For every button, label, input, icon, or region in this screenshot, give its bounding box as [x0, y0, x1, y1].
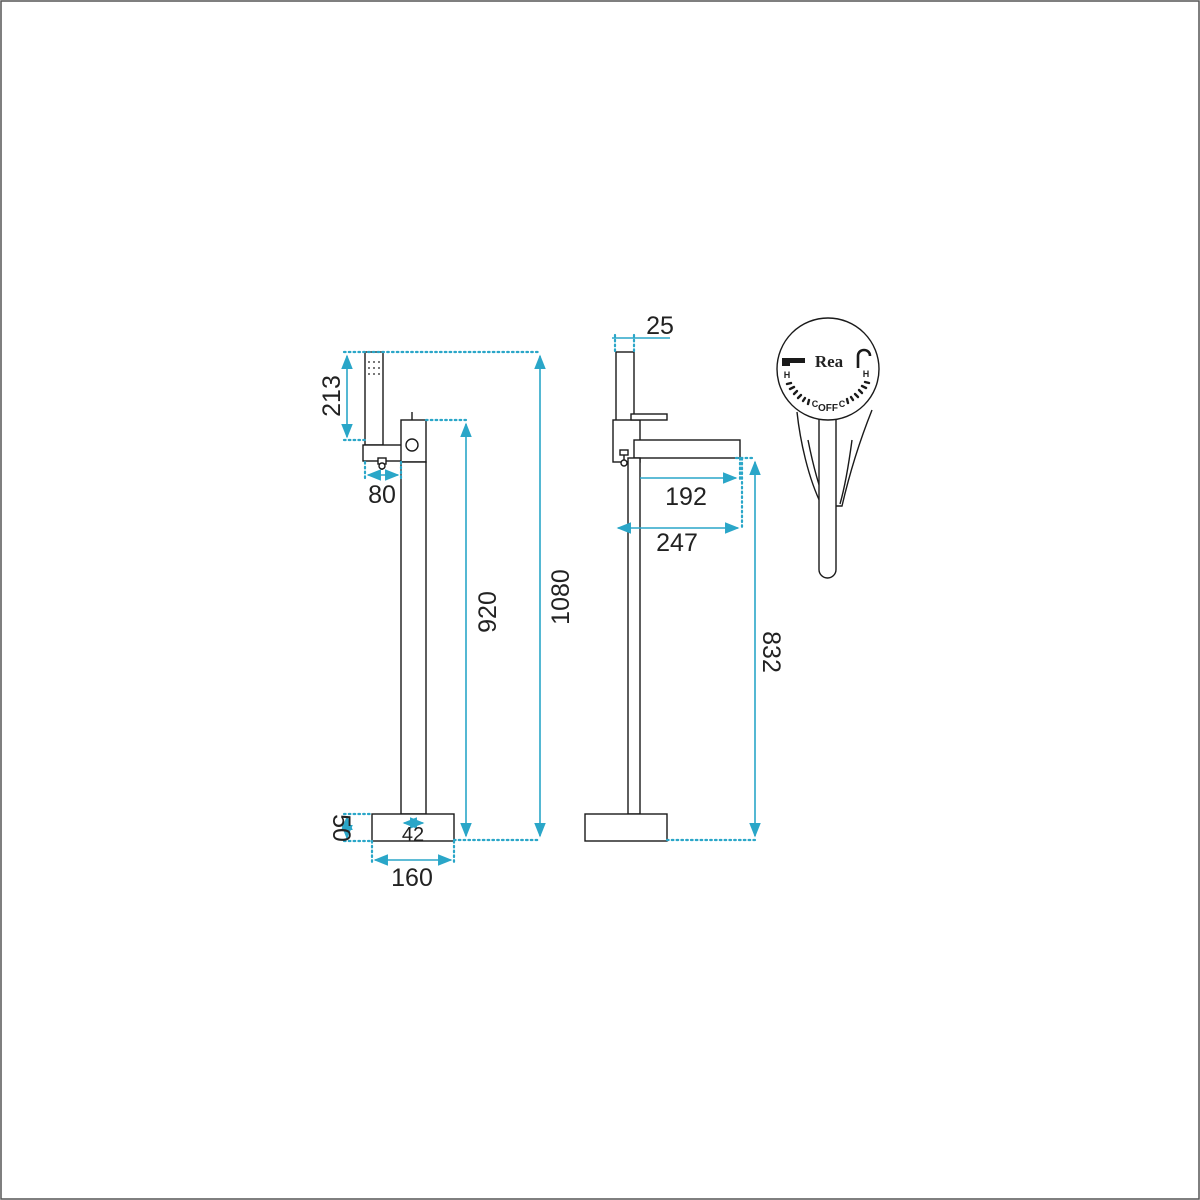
cold-label-left: C: [812, 399, 819, 409]
column: [400, 461, 427, 815]
front-view: [362, 351, 455, 842]
spout-icon: [782, 358, 805, 366]
dim-1080: 1080: [547, 569, 575, 625]
temp-scale-left: [785, 381, 811, 406]
side-view: [584, 351, 741, 842]
base-plate-side: [584, 813, 668, 842]
side-dimensions: 25 192 247 832: [612, 312, 785, 842]
dim-192: 192: [665, 483, 707, 511]
dim-42: 42: [402, 824, 424, 846]
handle-disc: [776, 317, 880, 421]
dim-920: 920: [474, 591, 502, 633]
lever-handle: [630, 413, 668, 421]
spout: [633, 439, 741, 459]
hand-shower: [364, 351, 384, 446]
brand-label: Rea: [815, 352, 844, 371]
front-dimensions: 213 80 920 1080 50 42 160: [318, 350, 575, 892]
dim-80: 80: [368, 481, 396, 509]
temp-scale-right: [845, 380, 871, 405]
hot-label-left: H: [784, 370, 791, 380]
dim-832: 832: [757, 631, 785, 673]
dim-25: 25: [646, 312, 674, 340]
dim-50: 50: [327, 814, 355, 842]
column-side: [627, 457, 641, 815]
shower-icon: [856, 348, 872, 368]
dim-160: 160: [391, 864, 433, 892]
dim-247: 247: [656, 529, 698, 557]
dim-213: 213: [318, 375, 346, 417]
mixer-knob: [405, 438, 419, 452]
shower-nozzles: [368, 361, 380, 375]
lever-slot: [818, 409, 837, 579]
cold-label-right: C: [839, 399, 846, 409]
handle-detail: Rea H H C C OFF: [776, 317, 880, 579]
off-label: OFF: [818, 403, 838, 414]
hot-label-right: H: [863, 369, 870, 379]
